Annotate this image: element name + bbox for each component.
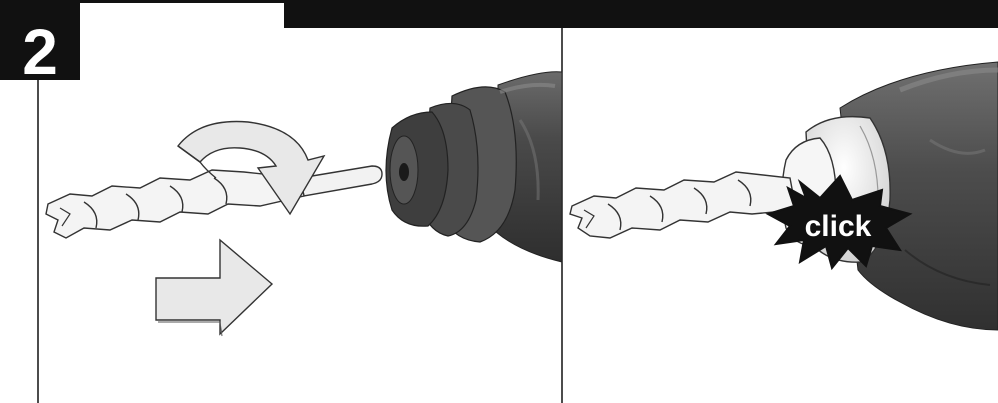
click-starburst: click (765, 174, 913, 271)
drill-body-left (385, 71, 563, 263)
push-arrow-icon (155, 238, 274, 337)
drill-bit-right (569, 171, 797, 239)
step-number: 2 (22, 16, 58, 88)
header-bar (0, 0, 998, 28)
rotate-arrow-icon (177, 120, 326, 216)
click-label: click (805, 210, 872, 243)
panel-insert (45, 71, 563, 337)
step-number-badge: 2 (0, 2, 80, 88)
panel-locked: click (569, 61, 998, 331)
drill-bit-left (45, 165, 383, 239)
